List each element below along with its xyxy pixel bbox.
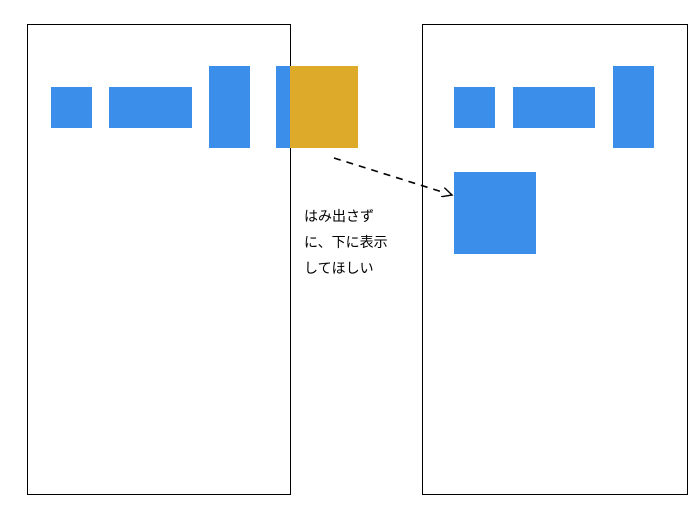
- after-item-small-square: [454, 87, 495, 128]
- before-item-large-overflow-part: [290, 66, 358, 148]
- annotation-text: はみ出さず に、下に表示 してほしい: [304, 204, 414, 282]
- after-item-wide: [513, 87, 595, 128]
- dashed-arrow: [333, 157, 452, 195]
- after-item-tall: [613, 66, 654, 148]
- annotation-line-2: に、下に表示: [304, 235, 388, 251]
- annotation-line-3: してほしい: [304, 261, 374, 277]
- before-item-large-inside-part: [276, 66, 291, 148]
- after-item-large-wrapped: [454, 172, 536, 254]
- before-item-small-square: [51, 87, 92, 128]
- before-item-tall: [209, 66, 250, 148]
- after-container: [422, 24, 688, 495]
- annotation-line-1: はみ出さず: [304, 209, 374, 225]
- before-container: [27, 24, 291, 495]
- before-item-wide: [109, 87, 192, 128]
